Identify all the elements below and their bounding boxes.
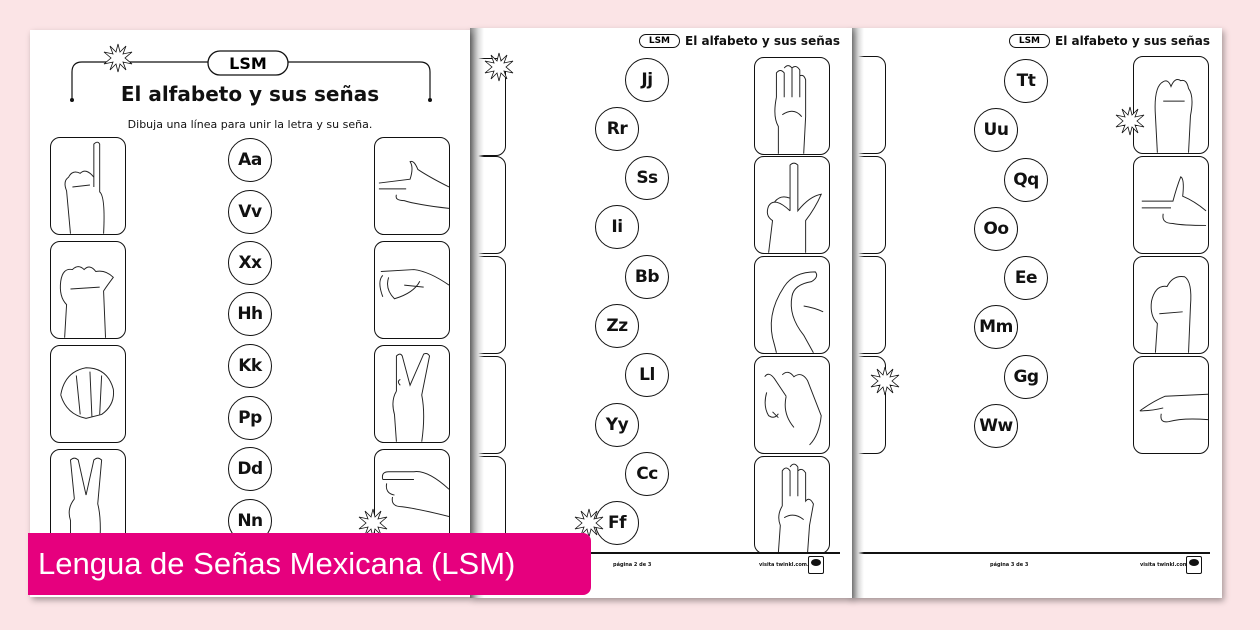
sign-y-icon <box>59 266 114 338</box>
page-title: El alfabeto y sus señas <box>120 82 380 106</box>
sign-t-icon <box>1154 79 1193 153</box>
letter-circle[interactable]: Uu <box>974 108 1018 152</box>
sign-l-icon <box>766 162 823 253</box>
sign-card[interactable] <box>1133 156 1209 254</box>
sign-g-icon <box>1141 176 1207 226</box>
starburst-icon <box>870 366 900 396</box>
letter-circle[interactable]: Rr <box>595 107 639 151</box>
sign-o-icon <box>60 367 115 419</box>
sign-card[interactable] <box>754 256 830 354</box>
letter-circle[interactable]: Dd <box>228 447 272 491</box>
sign-card[interactable] <box>50 137 126 235</box>
sign-j-icon <box>764 371 822 446</box>
footer-site: visita twinkl.com.mx <box>1140 562 1199 568</box>
letter-circle[interactable]: Pp <box>228 396 272 440</box>
letter-circle[interactable]: Ee <box>1004 256 1048 300</box>
page-header: LSM El alfabeto y sus señas <box>1008 34 1210 48</box>
starburst-icon <box>1115 106 1145 136</box>
sign-card[interactable] <box>50 241 126 339</box>
letter-circle[interactable]: Qq <box>1004 158 1048 202</box>
letter-circle[interactable]: Zz <box>595 304 639 348</box>
letter-circle[interactable]: Hh <box>228 292 272 336</box>
letter-circle[interactable]: Ss <box>625 156 669 200</box>
page-shadow-edge <box>470 28 484 598</box>
twinkl-logo-icon <box>1186 556 1202 574</box>
page-number: página 3 de 3 <box>990 562 1029 568</box>
worksheet-page-3: LSM El alfabeto y sus señas Tt Uu Qq Oo … <box>850 28 1222 598</box>
letter-circle[interactable]: Aa <box>228 138 272 182</box>
letter-circle[interactable]: Yy <box>595 403 639 447</box>
letter-circle[interactable]: Ff <box>595 501 639 545</box>
worksheet-page-1: LSM El alfabeto y sus señas Dibuja una l… <box>30 30 470 597</box>
sign-card[interactable] <box>374 137 450 235</box>
letter-circle[interactable]: Oo <box>974 207 1018 251</box>
worksheet-page-2: LSM El alfabeto y sus señas Jj Rr Ss Ii … <box>470 28 852 598</box>
sign-c-icon <box>770 271 824 353</box>
sign-card[interactable] <box>374 345 450 443</box>
page-number: página 2 de 3 <box>613 562 652 568</box>
sign-e-icon <box>1150 276 1192 353</box>
letter-circle[interactable]: Cc <box>625 452 669 496</box>
letter-circle[interactable]: Xx <box>228 241 272 285</box>
page-title: El alfabeto y sus señas <box>1055 34 1210 48</box>
starburst-icon <box>484 52 514 82</box>
letter-circle[interactable]: Mm <box>974 305 1018 349</box>
sign-card[interactable] <box>754 57 830 155</box>
letter-circle[interactable]: Ww <box>974 404 1018 448</box>
letter-circle[interactable]: Vv <box>228 190 272 234</box>
sign-card[interactable] <box>50 449 126 547</box>
sign-v-icon <box>68 457 103 546</box>
sign-card[interactable] <box>374 241 450 339</box>
footer-divider <box>470 552 840 554</box>
letter-circle[interactable]: Jj <box>625 58 669 102</box>
page-title: El alfabeto y sus señas <box>685 34 840 48</box>
sign-card[interactable] <box>50 345 126 443</box>
sign-g-icon <box>378 160 449 209</box>
footer-site: visita twinkl.com.mx <box>759 562 818 568</box>
letter-circle[interactable]: Gg <box>1004 355 1048 399</box>
lsm-badge: LSM <box>229 53 267 73</box>
sign-card[interactable] <box>1133 256 1209 354</box>
sign-k-icon <box>392 352 431 442</box>
title-frame <box>70 43 432 102</box>
letter-circle[interactable]: Kk <box>228 344 272 388</box>
footer-divider <box>850 552 1210 554</box>
sign-f-icon <box>777 463 814 553</box>
sign-l-icon <box>64 141 105 234</box>
letter-circle[interactable]: Bb <box>625 255 669 299</box>
sign-card[interactable] <box>754 356 830 454</box>
lsm-badge: LSM <box>638 34 681 48</box>
page-shadow-edge <box>850 28 864 598</box>
sign-p-icon <box>381 471 449 517</box>
sign-card[interactable] <box>754 156 830 254</box>
lsm-badge: LSM <box>1008 34 1051 48</box>
sign-card[interactable] <box>754 456 830 554</box>
sign-x-icon <box>379 269 449 300</box>
sign-b-icon <box>774 65 807 154</box>
letter-circle[interactable]: Tt <box>1004 59 1048 103</box>
twinkl-logo-icon <box>808 556 824 574</box>
sign-card[interactable] <box>1133 356 1209 454</box>
instruction-text: Dibuja una línea para unir la letra y su… <box>127 118 373 131</box>
letter-circle[interactable]: Ii <box>595 205 639 249</box>
title-banner: Lengua de Señas Mexicana (LSM) <box>28 533 591 595</box>
page-header: LSM El alfabeto y sus señas <box>638 34 840 48</box>
banner-text: Lengua de Señas Mexicana (LSM) <box>38 546 516 581</box>
sign-card[interactable] <box>1133 56 1209 154</box>
letter-circle[interactable]: Ll <box>625 353 669 397</box>
sign-h-icon <box>1139 393 1208 423</box>
